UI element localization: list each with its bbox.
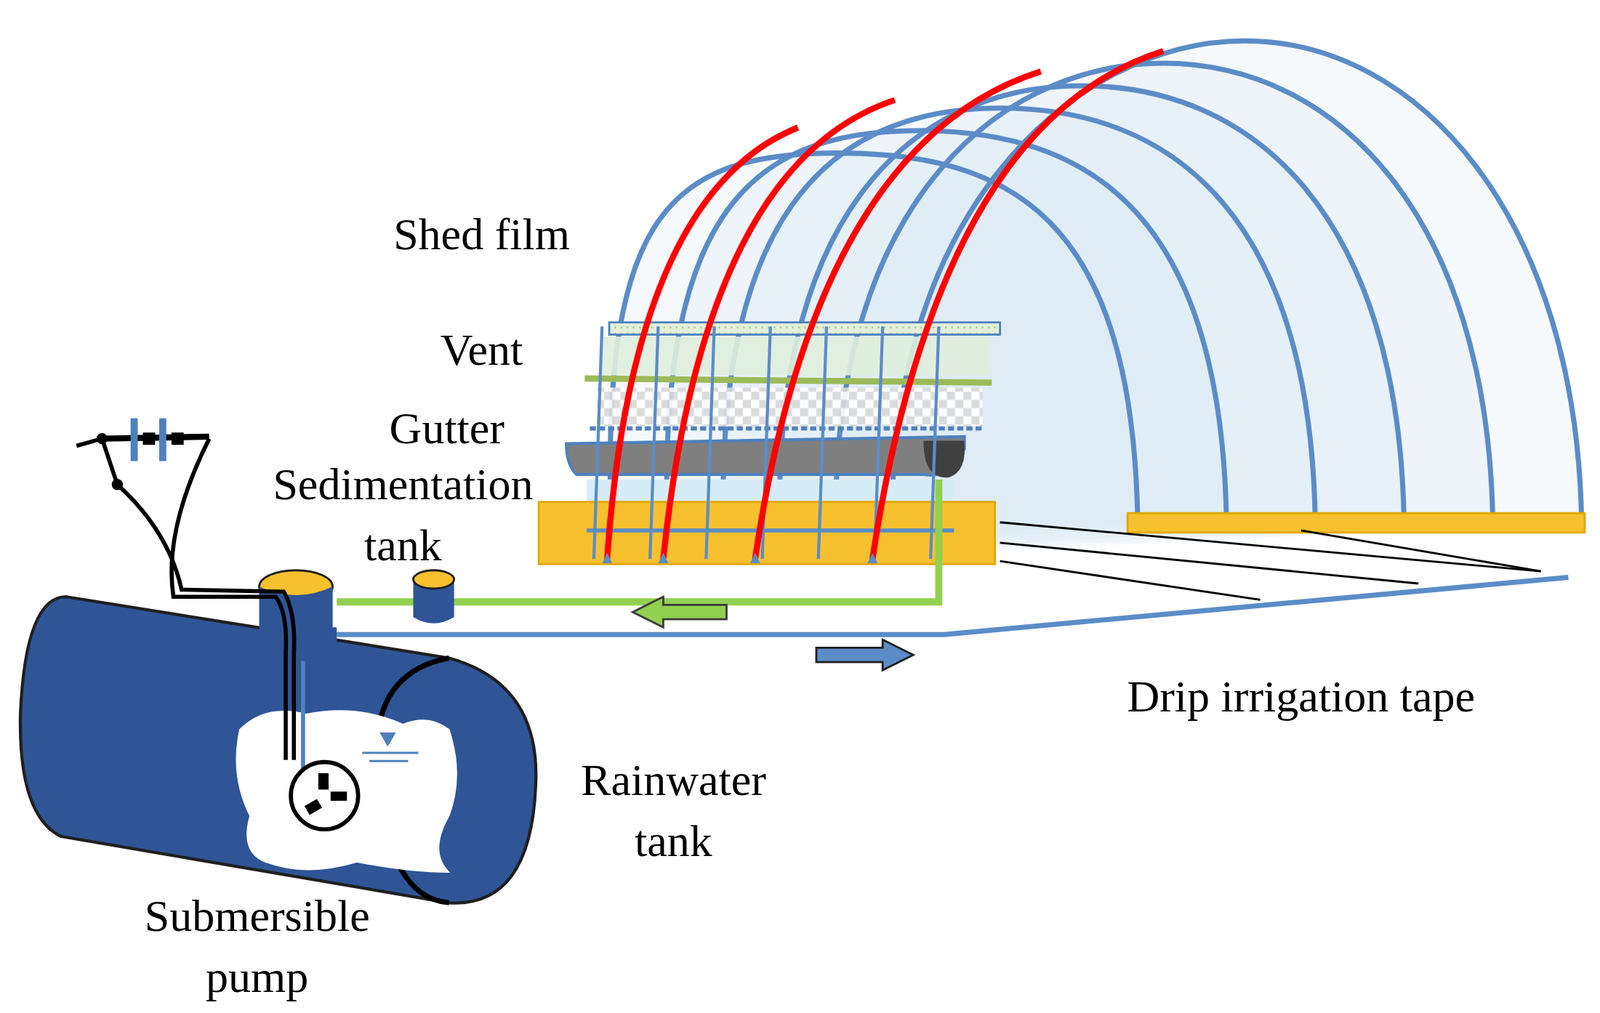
pipe-foot: [657, 553, 669, 564]
part-label: Drip irrigation tape: [1126, 666, 1475, 728]
supply-pipe: [336, 577, 1569, 636]
flow-arrow: [816, 639, 914, 671]
flow-arrow: [632, 596, 727, 628]
tank-body: [20, 596, 536, 903]
water-level: [362, 752, 418, 755]
power-cable: [76, 418, 294, 761]
switch-flange: [159, 418, 167, 462]
pump-pipe: [300, 652, 306, 775]
switch-body: [171, 432, 184, 445]
impeller-blade: [330, 791, 347, 802]
rainwater-tank-shape: [20, 570, 536, 904]
drip-tape: [1000, 543, 1419, 584]
cable-bar: [101, 436, 209, 440]
part-label: Submersible pump: [119, 886, 395, 1008]
switch-body: [143, 432, 156, 445]
water-level-mark: [379, 732, 396, 748]
drip-tape: [1000, 561, 1261, 600]
arch-rib: [891, 40, 1582, 557]
impeller-blade: [318, 773, 329, 790]
drip-lines: [336, 522, 1569, 635]
cable: [117, 484, 294, 761]
plug-pin: [96, 433, 107, 445]
pipe-foot: [601, 553, 613, 564]
impeller-blade: [304, 798, 323, 815]
vent-strip: [609, 322, 1001, 336]
wall-post: [705, 326, 714, 560]
switch-flange: [130, 418, 139, 462]
red-pipe: [872, 50, 1164, 560]
wall-post: [593, 326, 602, 560]
part-label: Rainwater tank: [571, 750, 776, 872]
cable: [171, 439, 286, 761]
part-label: Gutter: [389, 398, 505, 460]
wall-post: [818, 326, 827, 560]
base-beam: [1127, 513, 1585, 533]
red-pipe: [662, 100, 895, 560]
pipe-foot: [750, 553, 761, 564]
gutter-end: [923, 440, 965, 478]
plug-lead: [101, 439, 118, 485]
drip-tape: [1301, 530, 1542, 572]
arch-frame: [609, 40, 1582, 557]
vent-rod: [584, 378, 992, 384]
pipe-foot: [867, 553, 878, 564]
water-level: [369, 760, 408, 763]
front-frame: [586, 326, 954, 560]
red-pipe: [755, 71, 1041, 560]
wall-rail: [586, 528, 954, 533]
part-label: Vent: [440, 319, 524, 381]
vent-rail: [589, 426, 982, 432]
wall-post: [649, 326, 658, 560]
tank-cutaway: [236, 710, 457, 873]
pump-symbol: [290, 762, 359, 831]
heating-pipes: [601, 50, 1164, 564]
tank-lid: [412, 570, 454, 589]
part-label: Sedimentation tank: [250, 454, 557, 576]
sedimentation-tank-shape: [412, 570, 454, 624]
part-label: Shed film: [393, 204, 570, 266]
plug-pin: [111, 479, 123, 490]
pump-impeller: [304, 773, 347, 815]
drip-tape: [1000, 522, 1542, 572]
